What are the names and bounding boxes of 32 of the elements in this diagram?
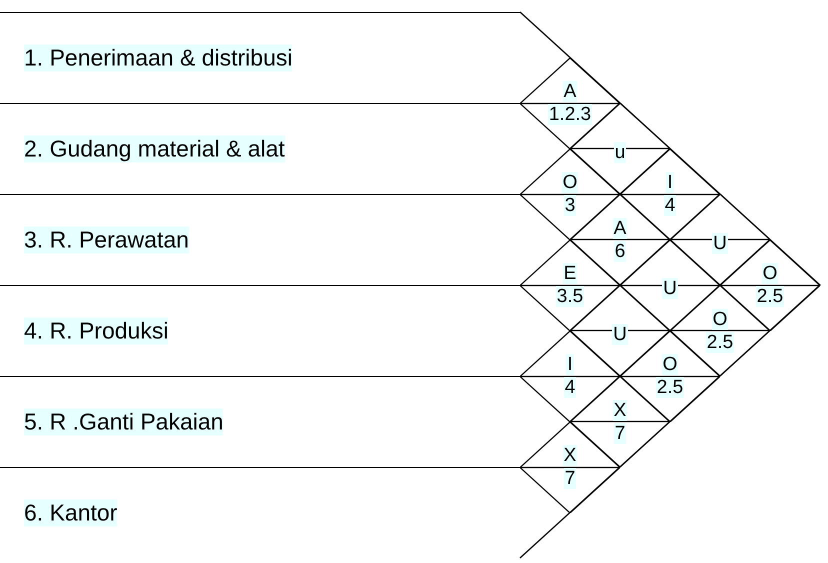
closeness-code: u: [614, 142, 626, 162]
closeness-code: E: [562, 263, 578, 284]
reason-code: 3.5: [556, 286, 584, 307]
closeness-code: U: [612, 324, 628, 344]
closeness-code: U: [662, 278, 678, 299]
closeness-code: U: [712, 232, 728, 254]
closeness-code: A: [562, 81, 578, 102]
closeness-code: O: [762, 263, 778, 284]
closeness-code: X: [612, 400, 628, 420]
reason-code: 2.5: [706, 332, 734, 352]
reason-code: 4: [664, 195, 676, 216]
reason-code: 7: [564, 468, 576, 489]
reason-code: 2.5: [756, 286, 784, 307]
activity-name: 3. R. Perawatan: [24, 226, 189, 254]
reason-code: 7: [614, 422, 626, 444]
activity-name: 4. R. Produksi: [24, 318, 168, 344]
closeness-code: O: [562, 172, 578, 193]
reason-code: 4: [564, 377, 576, 398]
reason-code: 1.2.3: [548, 104, 592, 125]
activity-name: 2. Gudang material & alat: [24, 136, 285, 162]
reason-code: 6: [614, 240, 626, 262]
reason-code: 3: [564, 195, 576, 216]
activity-name: 5. R .Ganti Pakaian: [24, 408, 224, 436]
activity-name: 1. Penerimaan & distribusi: [24, 44, 292, 72]
closeness-code: X: [562, 445, 578, 466]
closeness-code: O: [712, 308, 728, 330]
reason-code: 2.5: [656, 377, 684, 398]
activity-name: 6. Kantor: [24, 500, 118, 526]
closeness-code: O: [662, 354, 678, 375]
closeness-code: I: [566, 354, 574, 375]
closeness-code: I: [666, 172, 674, 193]
closeness-code: A: [612, 218, 628, 238]
